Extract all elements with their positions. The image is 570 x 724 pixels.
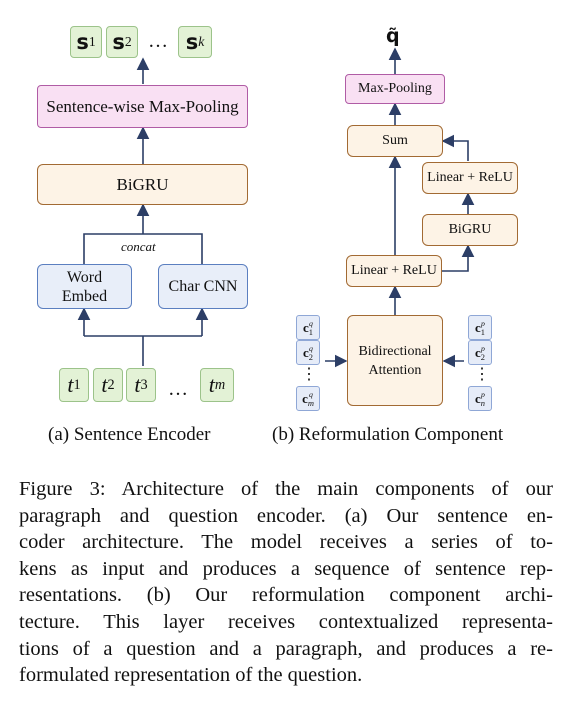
maxpool-box-b: Max-Pooling <box>345 74 445 104</box>
figure-caption: Figure 3: Architecture of the main compo… <box>19 476 553 689</box>
linear-relu-top-box: Linear + ReLU <box>422 162 518 194</box>
caption-panel-a: (a) Sentence Encoder <box>48 424 211 445</box>
arrow-linear-to-bigru <box>442 244 475 272</box>
output-ellipsis: … <box>148 30 168 52</box>
concat-wire <box>83 233 203 264</box>
caption-panel-b: (b) Reformulation Component <box>272 424 504 445</box>
sum-box: Sum <box>347 125 443 157</box>
figure-caption-line: kens as input and produces a sequence of… <box>19 557 553 580</box>
figure-caption-line: Figure 3: Architecture of the main compo… <box>19 478 553 500</box>
paragraph-vector-ellipsis: ⋮ <box>474 366 490 383</box>
arrow-linear-top-to-sum <box>441 134 469 161</box>
figure-caption-line: paragraph and question encoder. (a) Our … <box>19 504 553 527</box>
question-vector-ellipsis: ⋮ <box>301 366 317 383</box>
linear-relu-bottom-box: Linear + ReLU <box>346 255 442 287</box>
bigru-box-b: BiGRU <box>422 214 518 246</box>
sentence-maxpool-box: Sentence-wise Max-Pooling <box>37 85 248 128</box>
figure-caption-line: formulated representation of the questio… <box>19 664 363 687</box>
bidirectional-attention-box: Bidirectional Attention <box>347 315 443 406</box>
word-embed-box: Word Embed <box>37 264 132 309</box>
input-ellipsis: … <box>168 378 188 400</box>
concat-label: concat <box>121 239 156 254</box>
bigru-box-a: BiGRU <box>37 164 248 205</box>
char-cnn-box: Char CNN <box>158 264 248 309</box>
figure-caption-line: coder architecture. The model receives a… <box>19 531 553 554</box>
figure-caption-line: tions of a question and a paragraph, and… <box>19 637 553 660</box>
figure-caption-line: resentations. (b) Our reformulation comp… <box>19 584 553 607</box>
output-q-tilde: q̃ <box>386 25 400 47</box>
figure-caption-line: tecture. This layer receives contextuali… <box>19 610 553 633</box>
